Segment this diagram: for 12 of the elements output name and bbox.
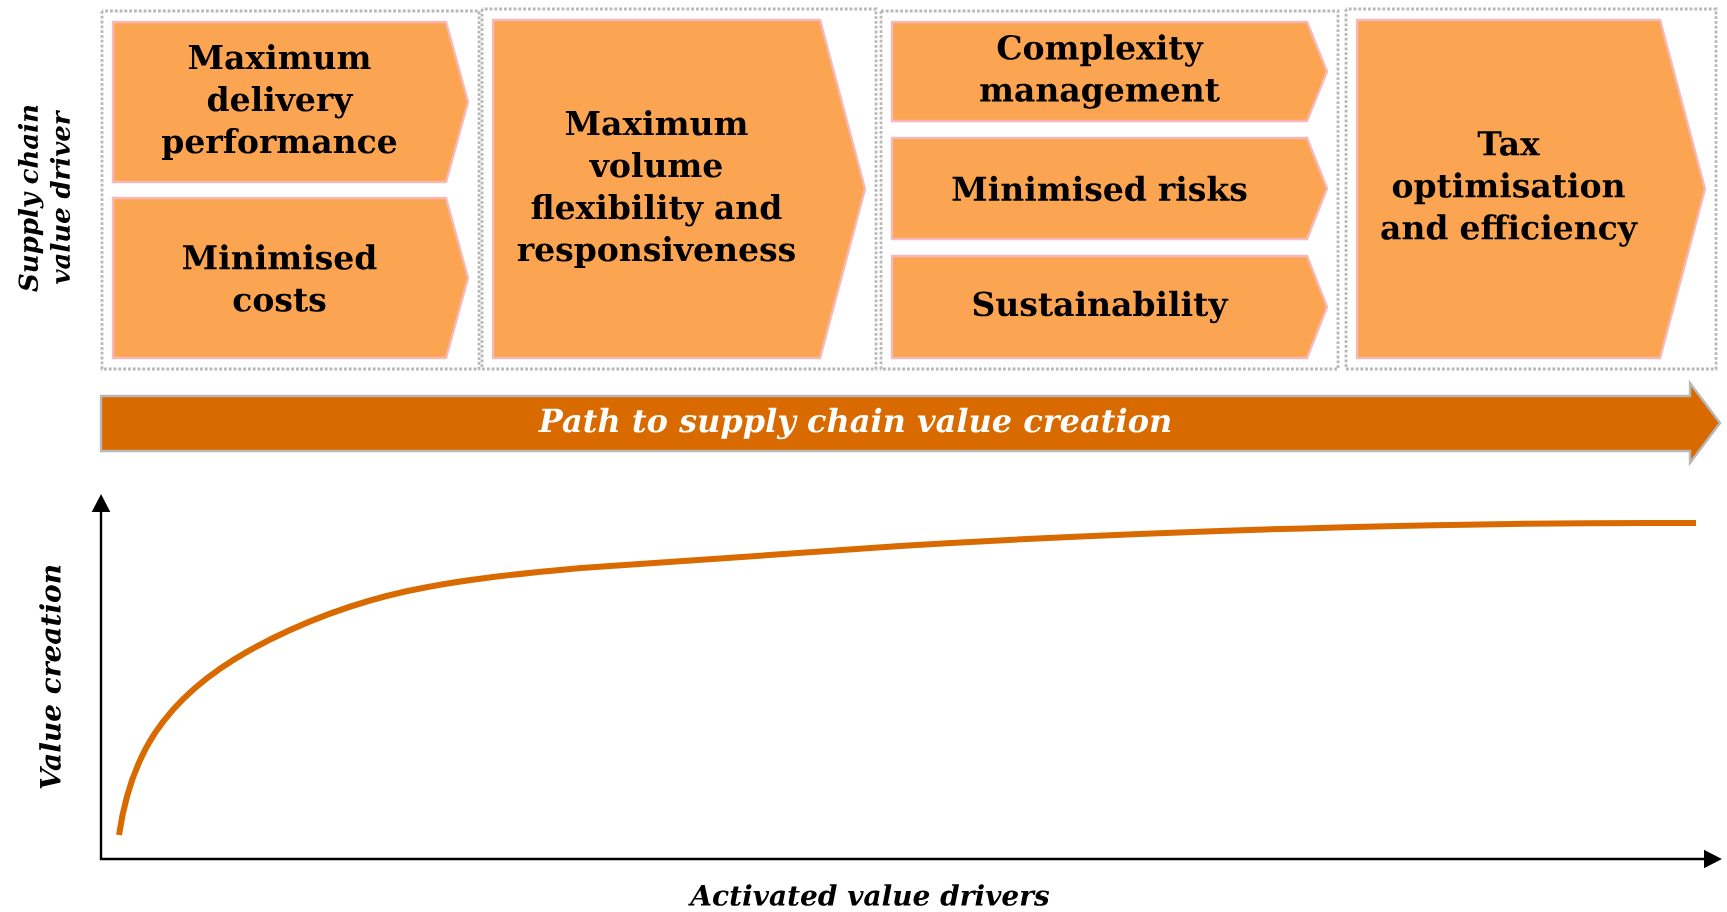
chevron-box: Sustainability bbox=[890, 254, 1329, 360]
axis-label: Supply chain value driver bbox=[17, 105, 71, 292]
group-frame bbox=[100, 9, 481, 371]
chevron-box: Minimised risks bbox=[890, 136, 1329, 241]
chevron-box: Complexity management bbox=[890, 20, 1329, 123]
group-frame bbox=[879, 9, 1340, 371]
chevron-box: Maximum volume flexibility and responsiveness bbox=[491, 18, 867, 360]
chevron-box: Tax optimisation and efficiency bbox=[1355, 18, 1707, 360]
axis-label: Value creation bbox=[39, 565, 61, 789]
chevron-box: Maximum delivery performance bbox=[111, 20, 470, 184]
chevron-box: Minimised costs bbox=[111, 196, 470, 360]
axis-label: Activated value drivers bbox=[688, 884, 1050, 906]
